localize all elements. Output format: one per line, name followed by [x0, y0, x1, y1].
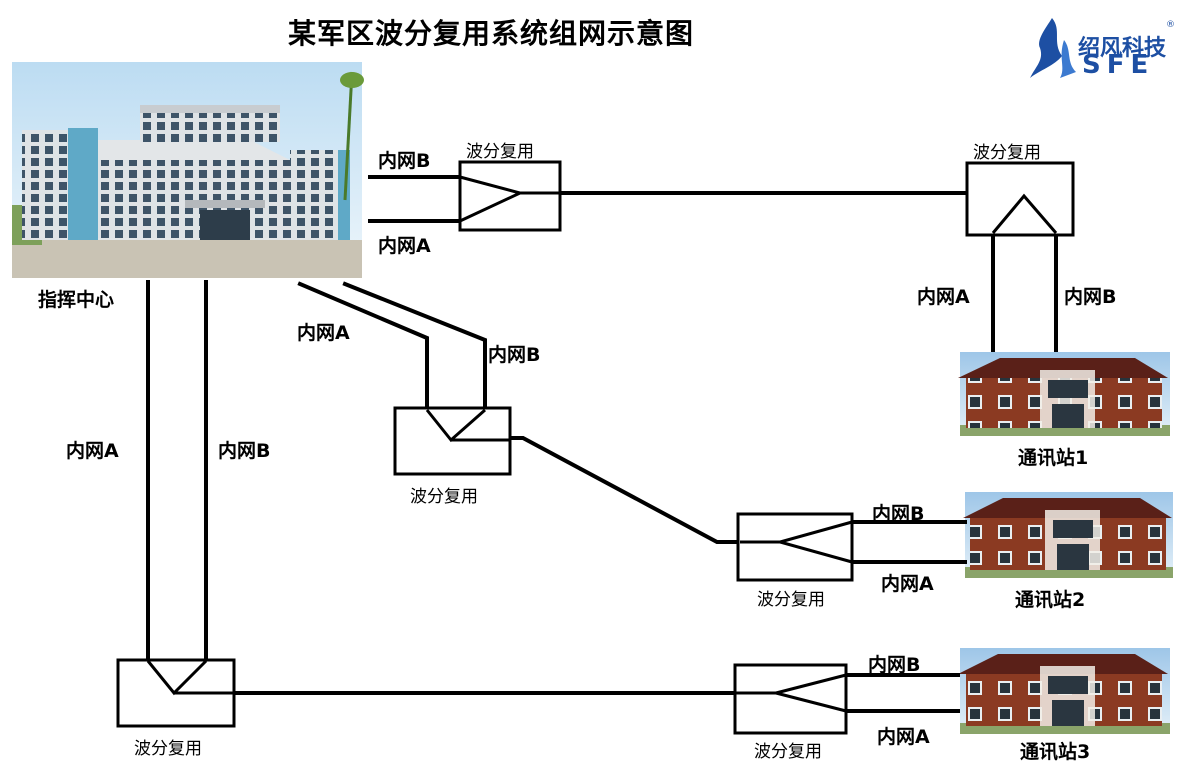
mux-units — [116, 160, 1075, 735]
mux-label-4: 波分复用 — [757, 590, 825, 610]
net-label-st1-a: 内网A — [917, 286, 970, 308]
logo-text-cn: 绍风科技 — [1078, 36, 1167, 61]
net-label-vert-a: 内网A — [66, 440, 119, 462]
mux-label-1: 波分复用 — [466, 142, 534, 162]
net-label-diag-b: 内网B — [488, 344, 541, 366]
station-2-label: 通讯站2 — [1015, 589, 1086, 611]
station-1-label: 通讯站1 — [1018, 447, 1089, 469]
mux-label-6: 波分复用 — [754, 742, 822, 762]
station-1-image — [958, 352, 1170, 436]
mux-label-3: 波分复用 — [410, 487, 478, 507]
net-label-vert-b: 内网B — [218, 440, 271, 462]
net-label-cc-a: 内网A — [378, 235, 431, 257]
logo-text-en: SFE — [1082, 50, 1155, 80]
mux-unit-3 — [393, 406, 512, 476]
net-label-st2-b: 内网B — [872, 503, 925, 525]
station-2-image — [963, 492, 1173, 578]
registered-mark: ® — [1166, 20, 1175, 30]
mux-unit-2 — [965, 161, 1075, 237]
command-center-label: 指挥中心 — [38, 289, 115, 311]
net-label-st2-a: 内网A — [881, 573, 934, 595]
mux-unit-6 — [733, 663, 848, 735]
net-label-cc-b: 内网B — [378, 150, 431, 172]
net-label-st3-a: 内网A — [877, 726, 930, 748]
command-center-image — [12, 62, 364, 278]
mux-unit-1 — [458, 160, 562, 232]
flame-logo-icon — [1030, 18, 1076, 78]
net-label-st3-b: 内网B — [868, 654, 921, 676]
station-3-label: 通讯站3 — [1020, 741, 1091, 763]
mux-label-5: 波分复用 — [134, 739, 202, 759]
net-label-st1-b: 内网B — [1064, 286, 1117, 308]
connection-lines — [146, 175, 1058, 713]
mux-label-2: 波分复用 — [973, 143, 1041, 163]
net-label-diag-a: 内网A — [297, 322, 350, 344]
mux-unit-5 — [116, 658, 236, 728]
mux-unit-4 — [736, 512, 854, 582]
station-3-image — [958, 648, 1170, 734]
page-title: 某军区波分复用系统组网示意图 — [288, 17, 695, 50]
